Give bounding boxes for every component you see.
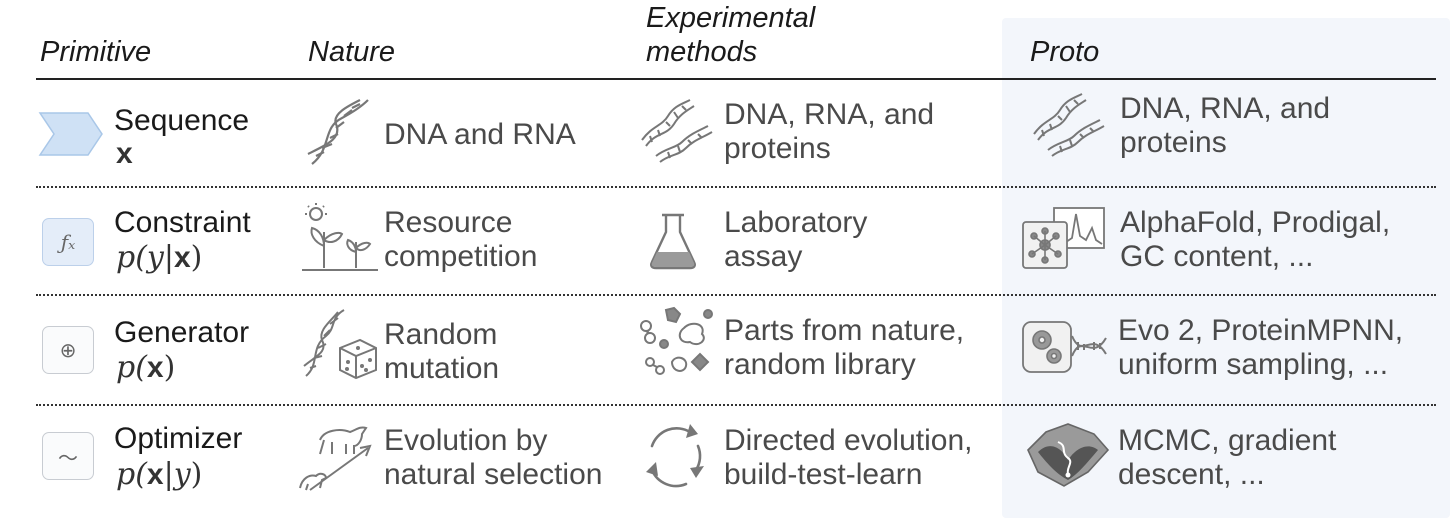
nature-text-line1: Evolution by	[384, 424, 548, 457]
proto-text-line1: AlphaFold, Prodigal,	[1120, 206, 1391, 239]
primitive-name: Optimizer	[114, 422, 243, 455]
header-primitive: Primitive	[40, 36, 152, 68]
nature-text-line2: mutation	[384, 352, 500, 385]
header-nature: Nature	[308, 36, 396, 68]
primitive-name: Constraint	[114, 206, 251, 239]
dna-dice-icon	[303, 309, 377, 380]
proto-text-line2: GC content, ...	[1120, 240, 1314, 273]
row-separator	[36, 294, 1436, 296]
header-rule	[36, 78, 1436, 80]
nature-text-line1: DNA and RNA	[384, 118, 576, 151]
primitive-symbol: p(y|x)	[116, 240, 203, 275]
header-experimental-line1: Experimental	[646, 2, 816, 34]
molecule-parts-icon	[640, 306, 713, 375]
generator-target-icon: ⊕	[42, 326, 94, 374]
header-proto: Proto	[1030, 36, 1100, 68]
sequence-chevron-icon	[38, 112, 103, 156]
dna-strands-icon	[1033, 93, 1105, 157]
primitive-symbol: p(x|y)	[116, 457, 203, 492]
flask-icon	[650, 213, 696, 270]
experimental-text-line2: build-test-learn	[724, 458, 923, 491]
primitive-symbol: x	[116, 137, 133, 170]
dna-helix-icon	[307, 99, 369, 165]
experimental-text-line1: Directed evolution,	[724, 424, 973, 457]
experimental-text-line2: assay	[724, 240, 803, 273]
experimental-text-line1: Laboratory	[724, 206, 868, 239]
dna-strands-icon	[641, 99, 713, 163]
proto-text-line1: DNA, RNA, and	[1120, 92, 1331, 125]
animals-evolution-icon	[299, 426, 372, 491]
row-separator	[36, 404, 1436, 406]
gears-dna-icon	[1022, 321, 1107, 373]
experimental-text-line2: random library	[724, 348, 916, 381]
experimental-text-line1: DNA, RNA, and	[724, 98, 935, 131]
primitive-symbol: p(x)	[116, 350, 176, 385]
nature-text-line2: competition	[384, 240, 538, 273]
optimizer-curve-icon: 〜	[42, 432, 94, 480]
function-fx-icon: ƒₓ	[42, 218, 94, 266]
primitive-name: Sequence	[114, 104, 250, 137]
plants-sun-icon	[302, 203, 378, 271]
experimental-text-line2: proteins	[724, 132, 831, 165]
network-chart-icon	[1022, 207, 1105, 269]
experimental-text-line1: Parts from nature,	[724, 314, 965, 347]
landscape-surface-icon	[1027, 423, 1110, 487]
row-separator	[36, 186, 1436, 188]
nature-text-line1: Random	[384, 318, 498, 351]
proto-text-line2: proteins	[1120, 126, 1227, 159]
cycle-arrows-icon	[646, 424, 704, 488]
nature-text-line2: natural selection	[384, 458, 603, 491]
proto-text-line2: uniform sampling, ...	[1118, 348, 1389, 381]
proto-text-line1: Evo 2, ProteinMPNN,	[1118, 314, 1404, 347]
header-experimental-line2: methods	[646, 36, 758, 68]
proto-text-line1: MCMC, gradient	[1118, 424, 1337, 457]
proto-text-line2: descent, ...	[1118, 458, 1265, 491]
primitive-name: Generator	[114, 316, 250, 349]
nature-text-line1: Resource	[384, 206, 513, 239]
